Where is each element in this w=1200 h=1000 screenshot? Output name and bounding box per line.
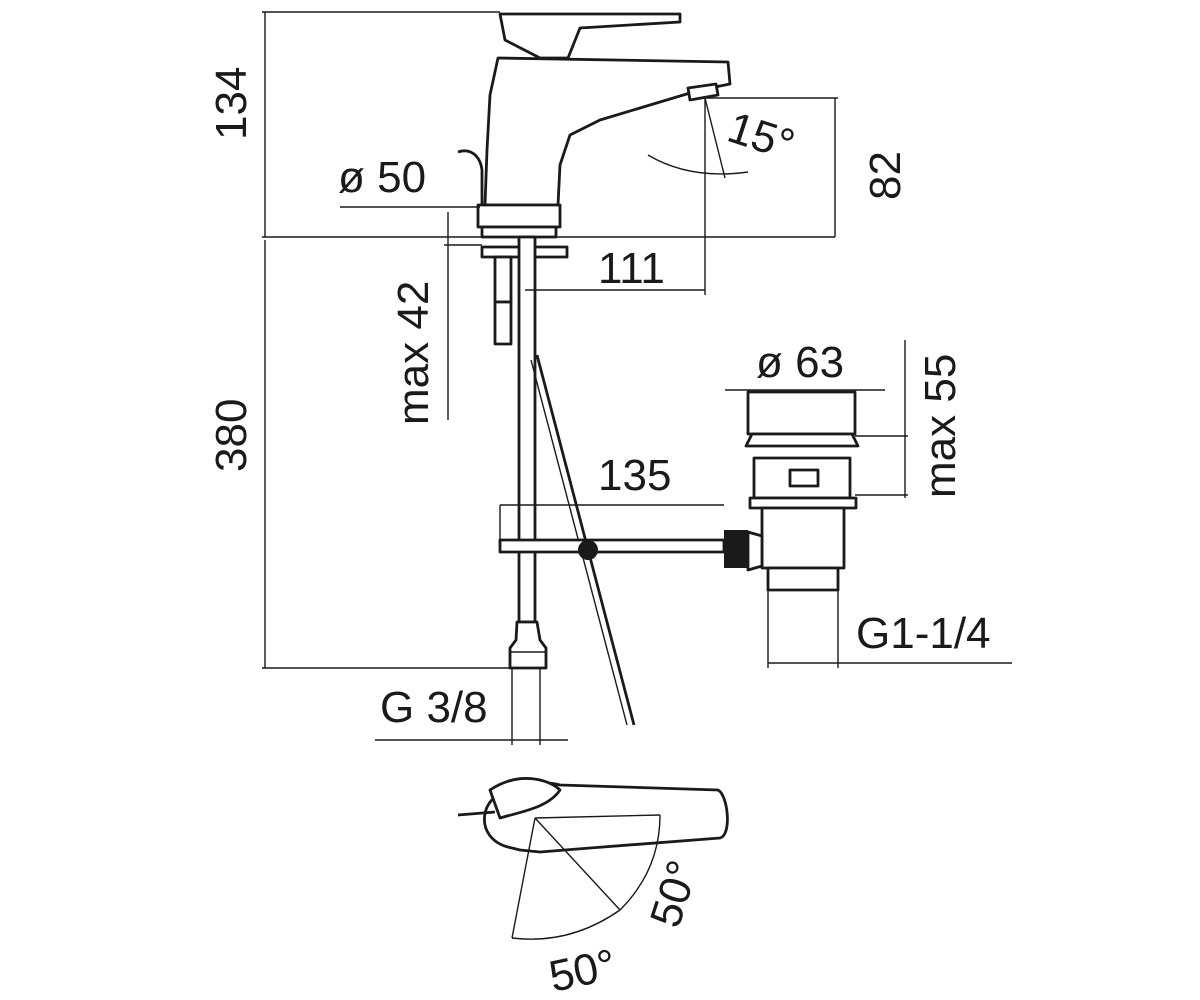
- pivot-nut: [724, 530, 748, 568]
- drain-flange: [744, 432, 860, 448]
- top-view-handle: [488, 777, 562, 820]
- dim-82: 82: [861, 151, 910, 200]
- dim-50-degrees-bottom: 50°: [545, 940, 620, 1000]
- threaded-stud: [493, 255, 513, 304]
- dim-15-degrees: 15°: [722, 103, 800, 170]
- pivot-joint: [578, 540, 598, 560]
- drain-pipe: [760, 506, 846, 570]
- dim-diameter-63: ø 63: [756, 338, 844, 387]
- dim-diameter-50: ø 50: [338, 153, 426, 202]
- dim-380: 380: [207, 399, 256, 472]
- dim-max-55: max 55: [916, 354, 965, 498]
- dim-135: 135: [598, 451, 671, 500]
- aerator: [686, 82, 720, 102]
- dim-134: 134: [207, 67, 256, 140]
- dim-max-42: max 42: [389, 281, 438, 425]
- supply-hose: [517, 235, 537, 624]
- hose-fitting: [508, 620, 548, 670]
- drain-slot: [788, 468, 820, 488]
- dim-g-3-8: G 3/8: [380, 683, 488, 732]
- pivot-rod: [498, 538, 726, 554]
- drain-assembly: [498, 390, 860, 592]
- fixing-nut: [493, 300, 513, 346]
- faucet-top-view: [457, 777, 729, 940]
- faucet-body: [483, 56, 732, 207]
- dim-50-degrees-right: 50°: [641, 855, 708, 933]
- base-gasket: [480, 225, 558, 239]
- faucet-side-view: [457, 12, 732, 726]
- dim-111: 111: [598, 244, 665, 293]
- base-ring: [476, 203, 562, 229]
- lift-rod-knob: [457, 149, 484, 205]
- dimension-lines: [262, 11, 1012, 745]
- drain-cap: [746, 390, 857, 436]
- lever-handle: [498, 12, 682, 60]
- dim-g1-1-4: G1-1/4: [856, 609, 991, 658]
- drain-nut: [748, 496, 858, 510]
- drain-tail: [766, 566, 840, 592]
